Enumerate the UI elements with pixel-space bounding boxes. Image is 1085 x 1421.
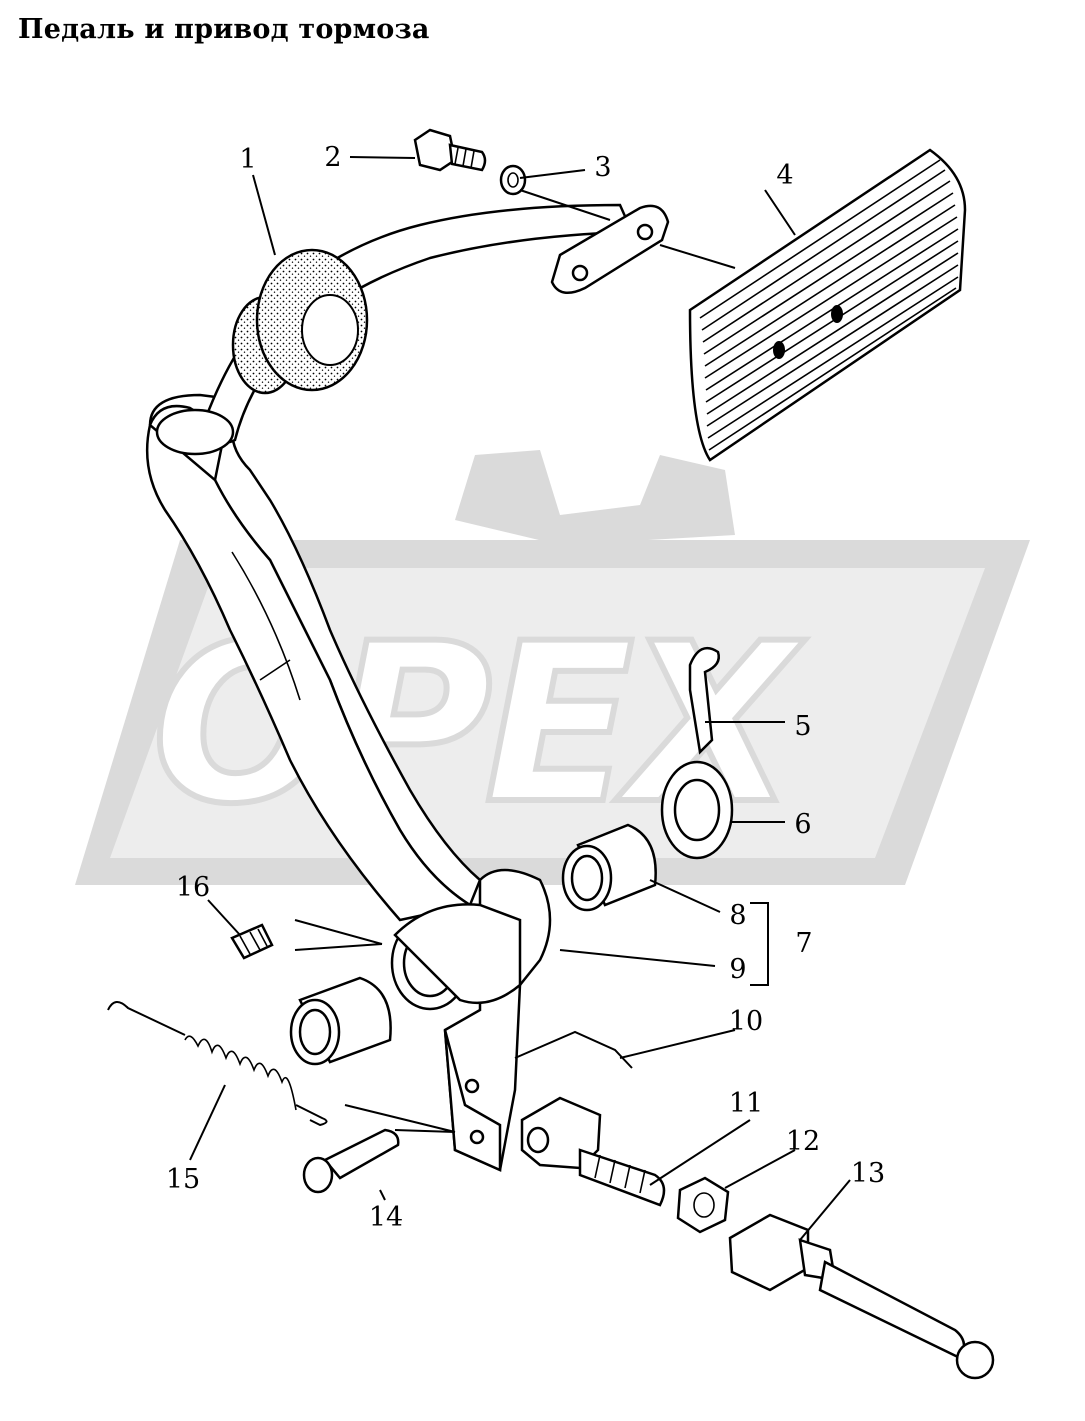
- callout-4: 4: [776, 160, 793, 191]
- clevis: [520, 1096, 666, 1207]
- lock-washer-hole: [507, 172, 519, 188]
- callout-3: 3: [594, 152, 611, 183]
- callout-11: 11: [729, 1088, 763, 1119]
- pedal-pad: [688, 148, 967, 462]
- bushing: [561, 823, 657, 912]
- bolt: [413, 128, 487, 172]
- nut: [676, 1176, 730, 1234]
- callout-7: 7: [795, 928, 812, 959]
- callout-10: 10: [729, 1006, 763, 1037]
- callout-6: 6: [794, 809, 811, 840]
- push-rod: [728, 1213, 995, 1380]
- page-title: Педаль и привод тормоза: [18, 14, 430, 45]
- callout-5: 5: [794, 711, 811, 742]
- clevis-pin: [302, 1128, 400, 1194]
- bushing-left: [289, 976, 392, 1066]
- callout-8: 8: [729, 900, 746, 931]
- grease-fitting: [230, 923, 274, 960]
- callout-1: 1: [239, 144, 256, 175]
- washer: [660, 760, 734, 860]
- lock-washer: [499, 164, 527, 196]
- return-spring: [107, 1001, 328, 1127]
- rubber-stop: [231, 248, 369, 395]
- callout-13: 13: [851, 1158, 885, 1189]
- callout-9: 9: [729, 954, 746, 985]
- callout-15: 15: [166, 1164, 200, 1195]
- callout-12: 12: [786, 1126, 820, 1157]
- callout-2: 2: [324, 142, 341, 173]
- callout-16: 16: [176, 872, 210, 903]
- callout-14: 14: [369, 1202, 403, 1233]
- cotter-pin: [688, 646, 720, 755]
- leader-lines: [189, 156, 851, 1241]
